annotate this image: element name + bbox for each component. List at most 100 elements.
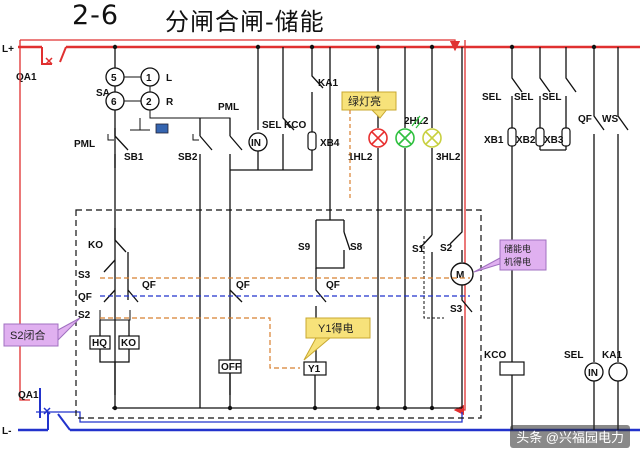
in-bottom-label: IN (588, 368, 598, 379)
positive-rail-label: L+ (2, 44, 14, 55)
lamp-1hl2-label: 1HL2 (348, 152, 373, 163)
s9-s8-contacts (315, 231, 351, 251)
lamp-1hl2-cross (371, 131, 385, 145)
pushbutton-indicator (155, 123, 169, 134)
mechanism-boundary (75, 209, 482, 419)
callout-motor-energized: 储能电 机得电 (473, 239, 547, 273)
s2-left-label: S2 (78, 310, 91, 321)
sel-r1-label: SEL (482, 92, 501, 103)
orange-dashed-path-y1 (100, 317, 300, 369)
hq-label: HQ (92, 338, 107, 349)
sb2-actuator (192, 134, 199, 141)
energized-path-left-down (19, 40, 30, 401)
lamp-2hl2-cross (398, 131, 412, 145)
page-title: 分闸合闸-储能 (165, 8, 325, 36)
qa1-top-label: QA1 (16, 72, 37, 83)
off-tail (199, 373, 231, 408)
s1-contact (419, 234, 433, 408)
rail-node-3 (309, 44, 315, 50)
kco-coil (499, 361, 525, 376)
s9-s8-frame (315, 219, 345, 269)
selector-5-label: 5 (111, 73, 117, 84)
svg-text:Y1得电: Y1得电 (318, 322, 353, 335)
sel-in-label: SEL (262, 120, 281, 131)
qa1-top-x (45, 57, 53, 65)
sb2-contact (199, 118, 213, 400)
qf-mid2-label: QF (236, 280, 250, 291)
node-315 (312, 405, 318, 411)
callout-s2-closed: S2闭合 (3, 317, 81, 347)
node-378 (375, 405, 381, 411)
qa1-bottom-switch (47, 412, 71, 431)
lamp-3hl2-cross (425, 131, 439, 145)
qf-r-contact (593, 47, 605, 362)
pml-top-label: PML (218, 102, 239, 113)
kco-contact (282, 47, 295, 170)
sel-r2-label: SEL (514, 92, 533, 103)
xb3-label: XB3 (544, 135, 564, 146)
sb1-label: SB1 (124, 152, 144, 163)
qa1-top-switch (41, 46, 67, 65)
s1-label: S1 (412, 244, 425, 255)
lamp-3hl2-label: 3HL2 (436, 152, 461, 163)
sb1-actuator (107, 134, 114, 141)
qf-r-label: QF (578, 114, 592, 125)
sel-bottom-label: SEL (564, 350, 583, 361)
rail-node-4 (375, 44, 381, 50)
ka1-bottom-label: KA1 (602, 350, 622, 361)
ka1-relay (608, 362, 628, 382)
return-path-negative (36, 411, 463, 423)
qf-mid3-label: QF (326, 280, 340, 291)
s2-motor-contact (449, 47, 463, 262)
xb1-link (507, 127, 517, 147)
s2-right-label: S2 (440, 243, 453, 254)
s8-label: S8 (350, 242, 363, 253)
pml-left-label: PML (74, 139, 95, 150)
selector-2-label: 2 (146, 97, 152, 108)
ko-contact-label: KO (88, 240, 103, 251)
energized-path-right-down (453, 40, 466, 416)
callout-y1-energized: Y1得电 (303, 317, 371, 361)
qa1-bottom-label: QA1 (18, 390, 39, 401)
rail-node-2 (255, 44, 261, 50)
selector-sa-label: SA (96, 88, 110, 99)
watermark: 头条 @兴福园电力 (510, 425, 630, 448)
node-405 (402, 405, 408, 411)
rail-node-6 (509, 44, 515, 50)
svg-text:S2闭合: S2闭合 (10, 328, 45, 342)
callout-motor-line1: 储能电 (504, 243, 531, 254)
off-label: OFF (221, 362, 241, 373)
sel-r3-contact (565, 47, 577, 150)
callout-motor-line2: 机得电 (504, 256, 531, 267)
s2-link (99, 310, 131, 321)
xb4-link (307, 131, 317, 151)
ko-contact (114, 228, 129, 300)
s3-right-label: S3 (450, 304, 463, 315)
s1-mechanical-link (423, 236, 444, 319)
ws-contact (617, 47, 629, 362)
xb3-link (561, 127, 571, 147)
ka1-top-label: KA1 (318, 78, 338, 89)
coil-wiring (99, 320, 130, 408)
selector-1-label: 1 (146, 73, 152, 84)
lamp-2hl2-label: 2HL2 (404, 116, 429, 127)
ko-coil-label: KO (121, 338, 136, 349)
rail-node-7 (591, 44, 597, 50)
kco-bus (230, 150, 313, 171)
kco-top-label: KCO (284, 120, 306, 131)
pml-contact (229, 118, 243, 395)
y1-label: Y1 (308, 364, 321, 375)
sb1-contact (114, 128, 129, 168)
node-230 (227, 405, 233, 411)
rail-node-1 (112, 44, 118, 50)
motor-label: M (456, 270, 464, 281)
qf-mid1-label: QF (142, 280, 156, 291)
s3-left-label: S3 (78, 270, 91, 281)
node-432 (429, 405, 435, 411)
xb2-label: XB2 (516, 135, 536, 146)
s3-motor-contact (461, 285, 473, 408)
energized-path-positive (20, 39, 461, 52)
qa1-bottom-x (43, 407, 51, 415)
pml-bracket (130, 118, 150, 131)
